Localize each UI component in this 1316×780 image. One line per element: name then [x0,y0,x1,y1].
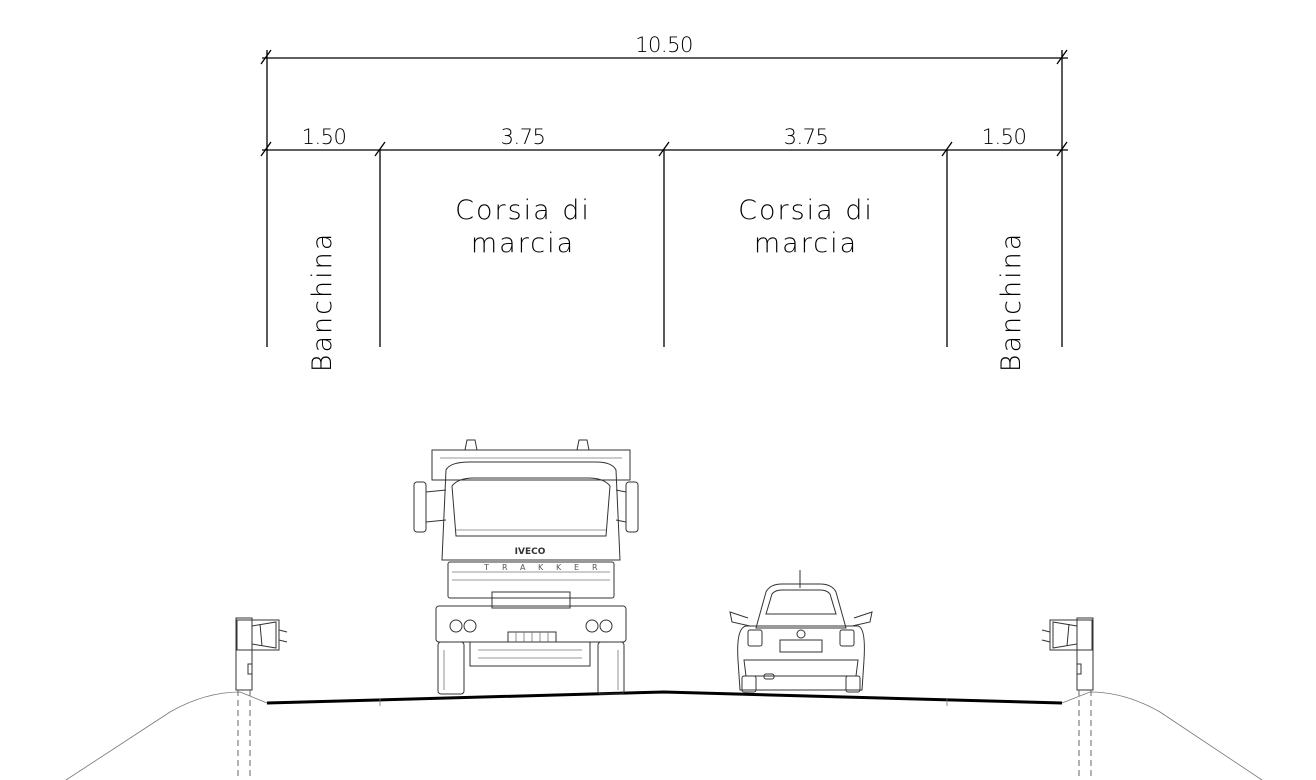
dimension-segment-3: 3.75 [784,125,829,149]
guardrail-right [1041,617,1094,780]
label-lane-right-line1: Corsia di [738,195,874,226]
label-shoulder-left: Banchina [307,232,338,372]
dimension-segments: 1.50 3.75 3.75 1.50 [260,125,1068,157]
truck-model-letter: K [538,563,544,572]
truck-brand-text: IVECO [515,547,546,557]
truck-model-letter: T [483,563,489,572]
dimension-segment-2: 3.75 [501,125,546,149]
truck-model-letter: R [502,563,508,572]
dimension-overall: 10.50 [260,33,1068,150]
truck-model-letter: K [556,563,562,572]
truck-model-letter: A [520,563,526,572]
car-icon [729,570,873,693]
label-lane-left-line2: marcia [471,228,575,259]
label-shoulder-right: Banchina [996,232,1027,372]
road-profile [65,690,1263,780]
truck-model-letter: E [574,563,579,572]
section-dividers [266,150,1063,347]
dimension-total-label: 10.50 [635,33,693,57]
label-lane-right-line2: marcia [754,228,858,259]
guardrail-left [235,617,288,780]
truck-icon: IVECO [413,439,639,695]
truck-model-letter: R [592,563,598,572]
dimension-segment-1: 1.50 [302,125,347,149]
dimension-segment-4: 1.50 [982,125,1027,149]
label-lane-left-line1: Corsia di [455,195,591,226]
